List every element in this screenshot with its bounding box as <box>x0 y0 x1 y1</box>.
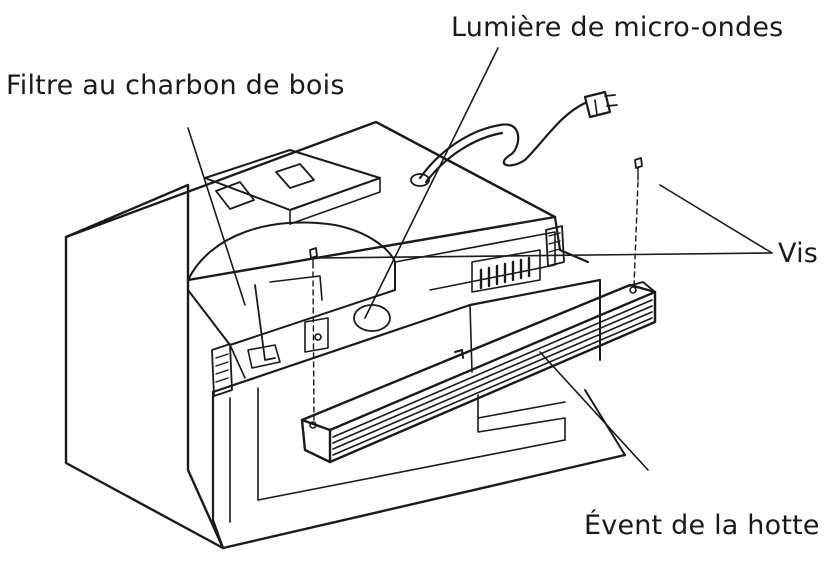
side-vent-slots <box>471 249 541 293</box>
leader-lines <box>187 47 773 471</box>
label-hood-vent: Évent de la hotte <box>584 510 820 541</box>
top-panel-vents <box>204 149 381 225</box>
label-charcoal-filter: Filtre au charbon de bois <box>6 70 345 101</box>
label-microwave-light: Lumière de micro-ondes <box>451 12 784 43</box>
mounting-brackets <box>211 225 565 397</box>
screws <box>309 157 643 421</box>
label-screws: Vis <box>778 238 819 269</box>
vent-opening <box>187 221 556 379</box>
hood-vent-part <box>300 281 657 464</box>
power-cord <box>410 90 618 187</box>
microwave-body <box>64 120 627 550</box>
